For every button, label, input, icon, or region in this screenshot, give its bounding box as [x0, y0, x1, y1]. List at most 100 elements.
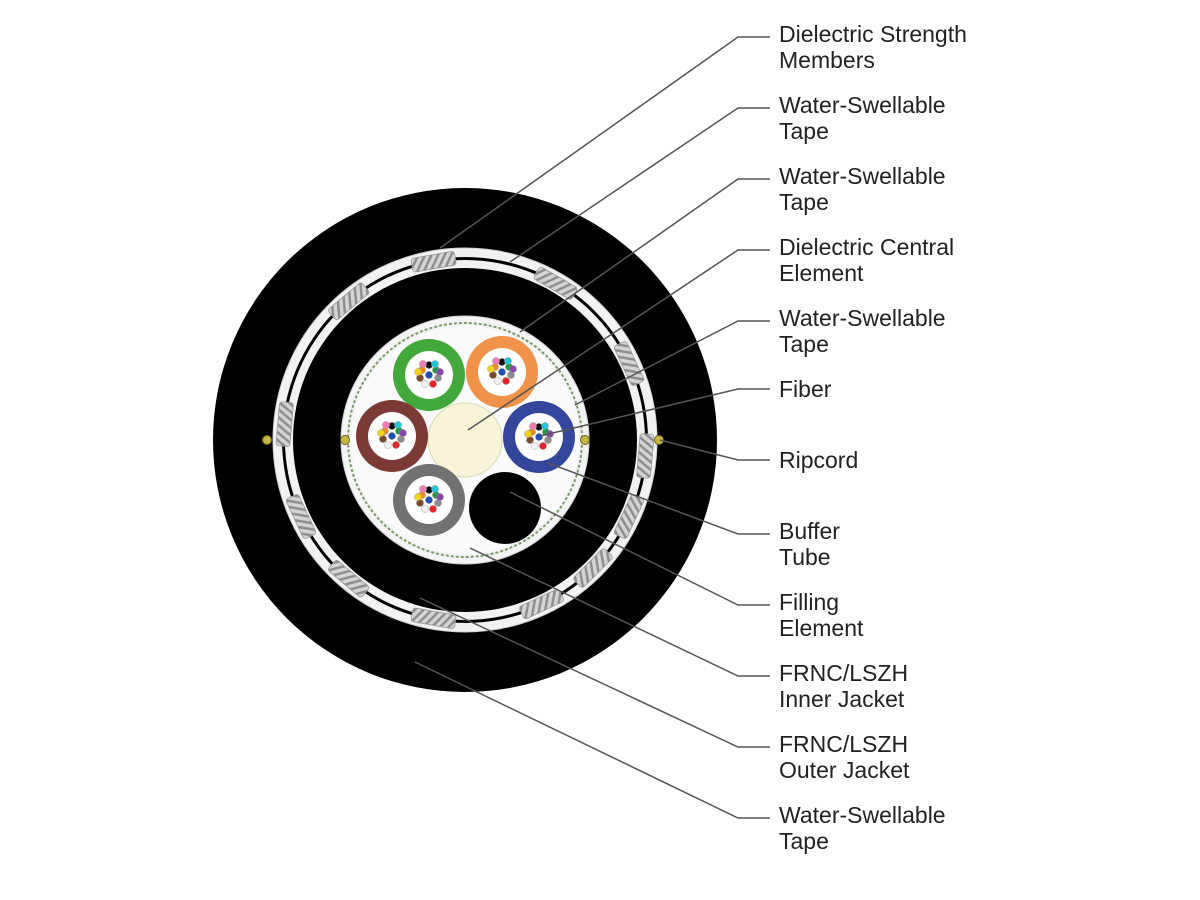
- label-line-1: Dielectric Central: [779, 234, 955, 260]
- fiber: [388, 432, 396, 440]
- fiber: [535, 433, 543, 441]
- label-line-1: Fiber: [779, 376, 832, 402]
- dielectric-strength-members: [275, 251, 655, 629]
- ripcord: [340, 435, 350, 445]
- fiber: [509, 365, 517, 373]
- label-line-1: Water-Swellable: [779, 163, 946, 189]
- label-line-1: FRNC/LSZH: [779, 660, 909, 686]
- label-line-1: Water-Swellable: [779, 305, 946, 331]
- fiber: [399, 429, 407, 437]
- dielectric-central-element: [427, 402, 503, 478]
- strength-member: [328, 282, 370, 320]
- label-line-1: Water-Swellable: [779, 92, 946, 118]
- strength-member: [573, 548, 613, 588]
- label-fiber: Fiber: [779, 376, 831, 402]
- fiber: [394, 421, 402, 429]
- filling-element: [469, 472, 541, 544]
- label-line-1: Water-Swellable: [779, 802, 946, 828]
- label-ripcord: Ripcord: [779, 447, 858, 473]
- fiber: [429, 505, 437, 513]
- fiber: [429, 380, 437, 388]
- leader-line: [509, 491, 770, 606]
- label-line-1: Buffer: [779, 518, 840, 544]
- ripcord: [262, 435, 272, 445]
- label-line-2: Tape: [779, 189, 829, 215]
- label-line-2: Tape: [779, 828, 829, 854]
- strength-member: [275, 401, 294, 447]
- label-line-2: Members: [779, 47, 875, 73]
- fiber: [414, 368, 422, 376]
- brown-tube: [356, 400, 428, 472]
- gray-tube: [393, 464, 465, 536]
- leader-line: [659, 439, 770, 461]
- leader-line: [574, 320, 770, 406]
- label-line-2: Tape: [779, 331, 829, 357]
- leader-line: [547, 462, 770, 535]
- fiber: [382, 421, 390, 429]
- strength-member: [636, 433, 655, 479]
- strength-member: [328, 560, 370, 598]
- label-line-2: Tube: [779, 544, 831, 570]
- label-line-2: Inner Jacket: [779, 686, 905, 712]
- fiber: [436, 493, 444, 501]
- leader-line: [509, 107, 770, 263]
- leader-line: [539, 388, 770, 437]
- strength-member: [410, 251, 457, 273]
- ripcord: [654, 435, 664, 445]
- strength-member: [410, 607, 457, 629]
- fiber: [487, 365, 495, 373]
- fiber: [421, 505, 429, 513]
- leader-line: [469, 547, 770, 677]
- fiber: [498, 368, 506, 376]
- label-line-1: Filling: [779, 589, 840, 615]
- leader-lines: [414, 36, 770, 819]
- orange-tube: [466, 336, 538, 408]
- fiber: [504, 357, 512, 365]
- fiber: [419, 485, 427, 493]
- label-line-1: Ripcord: [779, 447, 859, 473]
- strength-member: [285, 494, 317, 539]
- label-line-1: FRNC/LSZH: [779, 731, 909, 757]
- fiber: [425, 371, 433, 379]
- fiber: [494, 377, 502, 385]
- fiber: [531, 442, 539, 450]
- ripcords: [262, 435, 664, 445]
- fiber: [414, 493, 422, 501]
- strength-member: [613, 341, 645, 386]
- leader-line: [467, 249, 770, 431]
- fiber: [384, 441, 392, 449]
- fiber: [425, 496, 433, 504]
- fiber: [392, 441, 400, 449]
- leader-line: [414, 661, 770, 819]
- fiber: [436, 368, 444, 376]
- buffer-tubes: [356, 336, 575, 536]
- label-line-2: Tape: [779, 118, 829, 144]
- fiber: [431, 360, 439, 368]
- fiber: [539, 442, 547, 450]
- fiber: [524, 430, 532, 438]
- fiber: [492, 357, 500, 365]
- strength-member: [519, 588, 564, 620]
- fiber: [529, 422, 537, 430]
- fiber: [419, 360, 427, 368]
- leader-line: [419, 597, 770, 748]
- green-tube: [393, 339, 465, 411]
- leader-line: [439, 36, 770, 249]
- fiber: [421, 380, 429, 388]
- fiber: [502, 377, 510, 385]
- fiber: [541, 422, 549, 430]
- blue-tube: [503, 401, 575, 473]
- fiber: [377, 429, 385, 437]
- fiber: [431, 485, 439, 493]
- label-line-2: Element: [779, 615, 864, 641]
- ripcord: [580, 435, 590, 445]
